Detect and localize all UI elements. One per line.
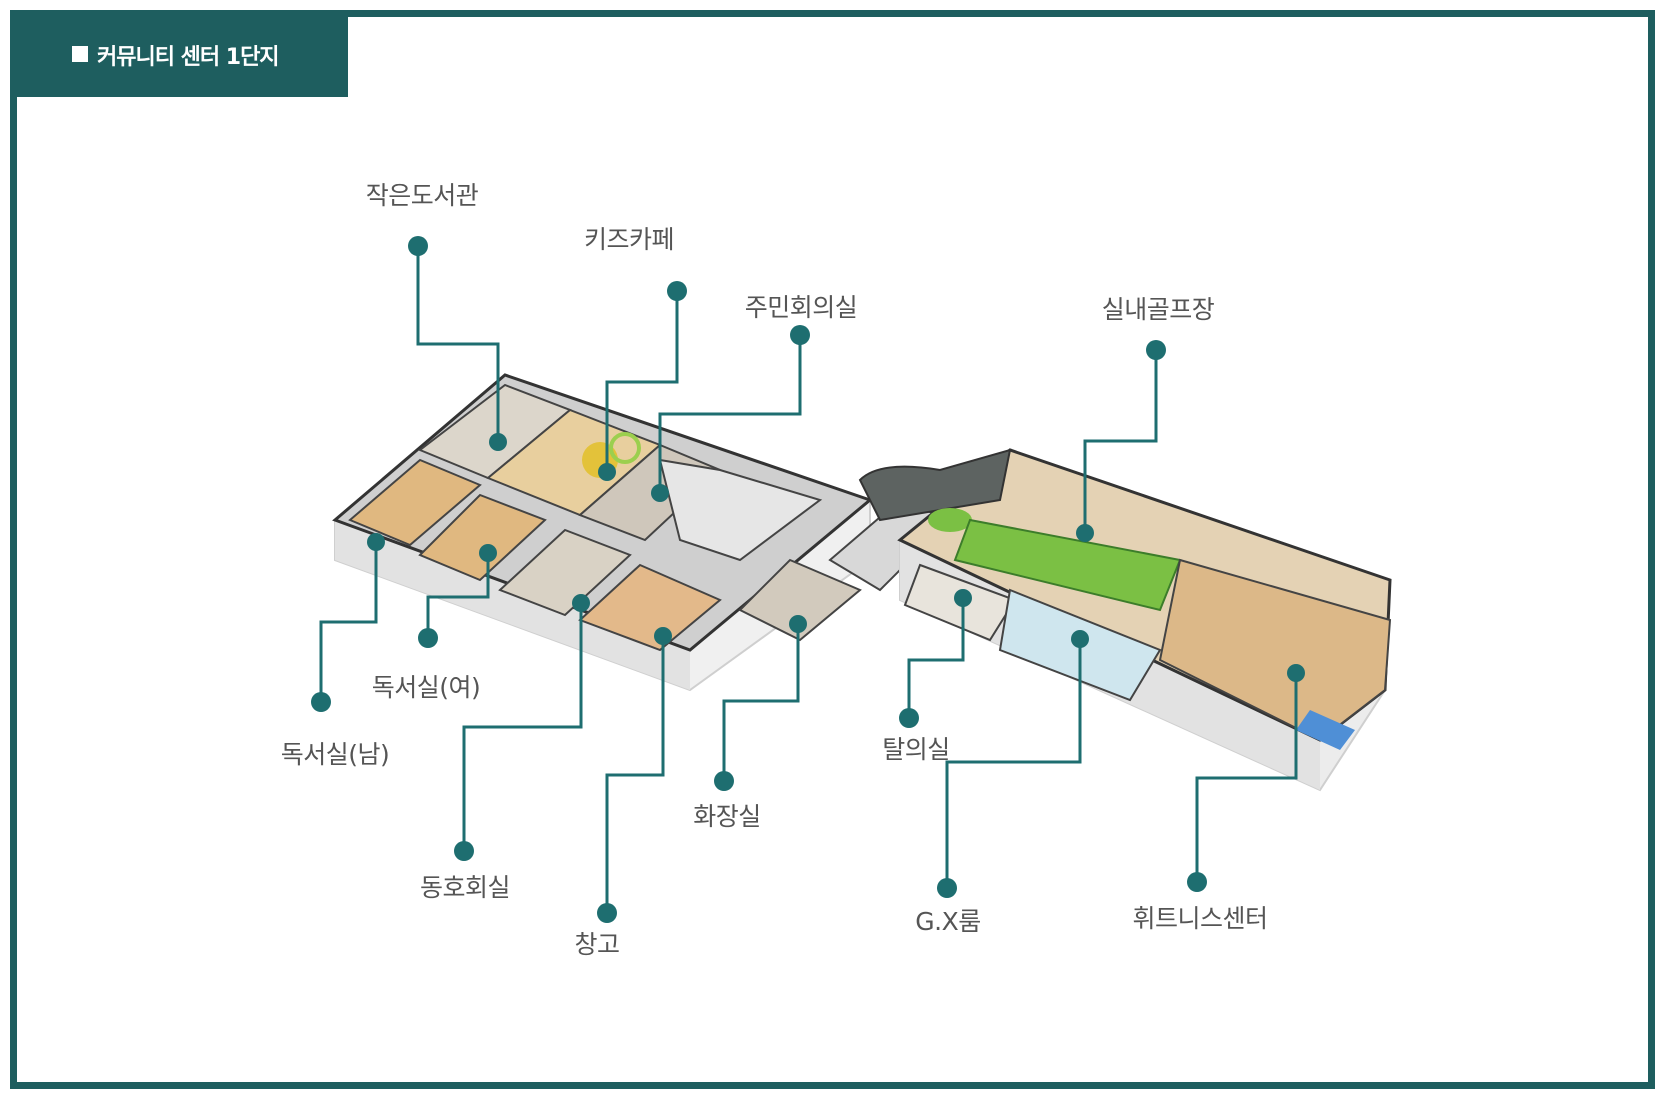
east-building xyxy=(858,448,1392,792)
callout-dot-club-room xyxy=(454,841,474,861)
label-residents-meeting-room: 주민회의실 xyxy=(744,293,858,322)
label-reading-room-male: 독서실(남) xyxy=(280,740,390,769)
callout-dot-club-room-room xyxy=(572,594,590,612)
callout-dot-gx-room xyxy=(937,878,957,898)
callout-line-small-library xyxy=(416,246,500,442)
label-club-room: 동호회실 xyxy=(419,873,511,902)
callout-dot-indoor-golf xyxy=(1146,340,1166,360)
callout-dot-storage-room xyxy=(654,627,672,645)
callout-line-club-room xyxy=(462,603,583,851)
callout-line-reading-room-female xyxy=(426,553,490,638)
callout-dot-locker-room xyxy=(899,708,919,728)
callout-dot-gx-room-room xyxy=(1071,630,1089,648)
callout-dot-restroom-room xyxy=(789,615,807,633)
callout-dot-indoor-golf-room xyxy=(1076,524,1094,542)
callout-dot-reading-room-female xyxy=(418,628,438,648)
title-tab: 커뮤니티 센터 1단지 xyxy=(17,17,348,97)
callout-dot-reading-room-male xyxy=(311,692,331,712)
callout-line-storage xyxy=(605,636,665,913)
callout-dot-fitness-center xyxy=(1187,872,1207,892)
callout-dot-kids-cafe-room xyxy=(598,463,616,481)
callout-dot-small-library xyxy=(408,236,428,256)
label-indoor-golf: 실내골프장 xyxy=(1101,295,1215,324)
callout-dot-storage xyxy=(597,903,617,923)
callout-dot-residents-meeting-room-room xyxy=(651,484,669,502)
square-bullet-icon xyxy=(72,46,88,62)
callout-line-fitness-center xyxy=(1195,673,1298,882)
callout-dot-small-library-room xyxy=(489,433,507,451)
callout-line-indoor-golf xyxy=(1083,350,1158,533)
callout-line-kids-cafe xyxy=(605,291,679,472)
callout-dot-locker-room-room xyxy=(954,589,972,607)
callout-line-reading-room-male xyxy=(319,542,378,702)
callout-line-locker-room xyxy=(907,598,965,718)
callout-dot-restroom xyxy=(714,771,734,791)
label-storage: 창고 xyxy=(574,930,620,959)
label-locker-room: 탈의실 xyxy=(882,735,950,764)
callout-line-residents-meeting-room xyxy=(658,335,802,493)
west-building xyxy=(332,373,874,692)
label-reading-room-female: 독서실(여) xyxy=(371,673,481,702)
callout-lines xyxy=(319,246,1298,913)
label-small-library: 작은도서관 xyxy=(365,181,479,210)
callout-dot-residents-meeting-room xyxy=(790,325,810,345)
label-gx-room: G.X룸 xyxy=(915,907,981,936)
page-title: 커뮤니티 센터 1단지 xyxy=(97,45,280,70)
callout-dots xyxy=(311,236,1305,923)
callout-line-gx-room xyxy=(945,639,1082,888)
callout-line-restroom xyxy=(722,624,800,781)
label-restroom: 화장실 xyxy=(693,802,761,831)
callout-dot-fitness-center-room xyxy=(1287,664,1305,682)
label-fitness-center: 휘트니스센터 xyxy=(1132,904,1268,933)
callout-dot-kids-cafe xyxy=(667,281,687,301)
label-kids-cafe: 키즈카페 xyxy=(583,225,675,254)
callout-dot-reading-room-male-room xyxy=(367,533,385,551)
callout-dot-reading-room-female-room xyxy=(479,544,497,562)
